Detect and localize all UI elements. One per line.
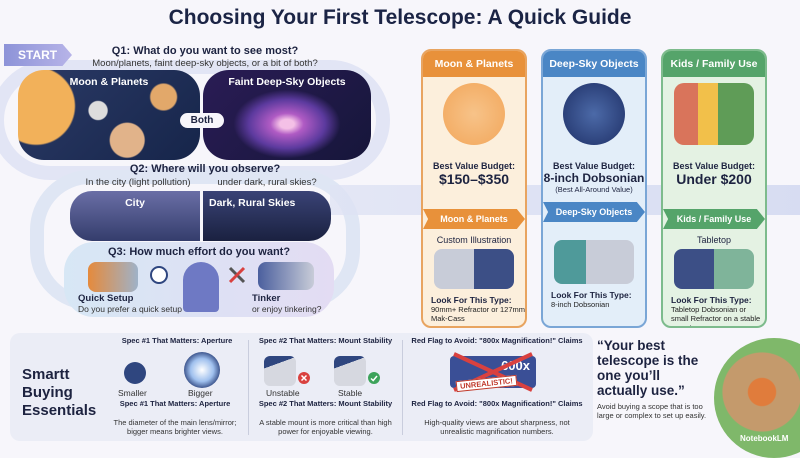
- card-sub: Tabletop: [696, 235, 732, 245]
- look-value: Tabletop Dobsonian or small Refractor on…: [671, 305, 761, 328]
- divider: [402, 340, 403, 435]
- unstable-mount-icon: [264, 356, 296, 386]
- look-label: Look For This Type:: [671, 295, 752, 305]
- quote-block: “Your best telescope is the one you’ll a…: [597, 338, 711, 420]
- budget-value: $150–$350: [438, 171, 510, 187]
- spec2-title: Spec #2 That Matters: Mount Stability: [258, 399, 393, 408]
- x-icon: [298, 372, 310, 384]
- q2-question: Q2: Where will you observe?: [129, 163, 281, 175]
- tabletop-telescope-icon: [674, 249, 754, 289]
- look-value: 90mm+ Refractor or 127mm Mak-Cass: [431, 305, 525, 323]
- divider: [248, 340, 249, 435]
- card-ribbon: Deep-Sky Objects: [543, 202, 645, 222]
- flag-desc: High-quality views are about sharpness, …: [424, 418, 570, 436]
- quote-desc: Avoid buying a scope that is too large o…: [597, 402, 707, 420]
- tinker-telescope-icon: [258, 262, 314, 290]
- stable-label: Stable: [338, 388, 363, 398]
- option-label: Moon & Planets: [69, 76, 149, 88]
- family-icon: [674, 83, 754, 145]
- look-value: 8-inch Dobsonian: [551, 300, 610, 309]
- option-deep-sky[interactable]: Faint Deep-Sky Objects: [203, 70, 371, 160]
- option-dark-skies[interactable]: Dark, Rural Skies: [203, 191, 331, 241]
- option-tinker[interactable]: Tinker: [252, 293, 281, 304]
- tinker-sub: or enjoy tinkering?: [252, 304, 322, 314]
- spec1-title: Spec #1 That Matters: Aperture: [119, 399, 231, 408]
- refractor-telescope-icon: [443, 83, 505, 145]
- dobsonian-telescope-icon: [563, 83, 625, 145]
- notebooklm-watermark: NotebookLM: [740, 434, 789, 443]
- start-badge: START: [4, 44, 72, 66]
- card-ribbon: Kids / Family Use: [663, 209, 765, 229]
- option-label: Faint Deep-Sky Objects: [228, 76, 346, 88]
- thinking-person-icon: [183, 262, 219, 312]
- budget-label: Best Value Budget:: [432, 161, 515, 171]
- tools-icon: [228, 266, 246, 284]
- card-sub: Custom Illustration: [436, 235, 512, 245]
- option-city[interactable]: City: [70, 191, 200, 241]
- budget-value: 8-inch Dobsonian: [543, 171, 645, 185]
- spec2-top: Spec #2 That Matters: Mount Stability: [258, 336, 393, 345]
- small-label: Smaller: [118, 388, 147, 398]
- clock-icon: [150, 266, 168, 284]
- big-aperture-icon: [184, 352, 220, 388]
- budget-label: Best Value Budget:: [552, 161, 635, 171]
- budget-value: Under $200: [676, 171, 752, 187]
- option-label: City: [125, 197, 145, 209]
- quick-setup-sub: Do you prefer a quick setup: [78, 304, 182, 314]
- person-telescope-icon: [554, 240, 634, 284]
- flag-top: Red Flag to Avoid: "800x Magnification!"…: [411, 336, 583, 345]
- spec2-desc: A stable mount is more critical than hig…: [259, 418, 392, 436]
- q3-question: Q3: How much effort do you want?: [107, 246, 291, 258]
- person-telescope-icon: [88, 262, 138, 292]
- q2-sub-city: In the city (light pollution): [85, 177, 191, 188]
- unstable-label: Unstable: [266, 388, 300, 398]
- option-quick-setup[interactable]: Quick Setup: [78, 293, 134, 304]
- q1-subtitle: Moon/planets, faint deep-sky objects, or…: [92, 58, 318, 69]
- budget-label: Best Value Budget:: [672, 161, 755, 171]
- quote-text: “Your best telescope is the one you’ll a…: [597, 338, 699, 398]
- spec1-top: Spec #1 That Matters: Aperture: [121, 336, 233, 345]
- option-moon-planets[interactable]: Moon & Planets: [18, 70, 200, 160]
- budget-note: (Best All-Around Value): [555, 185, 633, 194]
- box-text: 600x: [501, 358, 530, 373]
- card-deep-sky: Deep-Sky Objects Best Value Budget: 8-in…: [541, 49, 647, 328]
- card-kids-family: Kids / Family Use Best Value Budget: Und…: [661, 49, 767, 328]
- stable-mount-icon: [334, 356, 366, 386]
- card-moon-planets: Moon & Planets Best Value Budget: $150–$…: [421, 49, 527, 328]
- backyard-observer-icon: [714, 338, 800, 458]
- big-label: Bigger: [188, 388, 213, 398]
- look-label: Look For This Type:: [431, 295, 512, 305]
- card-ribbon: Moon & Planets: [423, 209, 525, 229]
- option-label: Dark, Rural Skies: [209, 197, 296, 209]
- option-both[interactable]: Both: [180, 113, 224, 128]
- card-header: Deep-Sky Objects: [543, 51, 645, 77]
- look-label: Look For This Type:: [551, 290, 632, 300]
- card-header: Kids / Family Use: [663, 51, 765, 77]
- check-icon: [368, 372, 380, 384]
- q2-sub-dark: under dark, rural skies?: [217, 177, 317, 188]
- spec1-desc: The diameter of the main lens/mirror; bi…: [113, 418, 237, 436]
- small-aperture-icon: [124, 362, 146, 384]
- telescopes-icon: [434, 249, 514, 289]
- flag-title: Red Flag to Avoid: "800x Magnification!"…: [411, 399, 583, 408]
- card-header: Moon & Planets: [423, 51, 525, 77]
- page-title: Choosing Your First Telescope: A Quick G…: [168, 6, 632, 29]
- q1-question: Q1: What do you want to see most?: [111, 45, 299, 57]
- essentials-heading: Smartt Buying Essentials: [22, 366, 97, 419]
